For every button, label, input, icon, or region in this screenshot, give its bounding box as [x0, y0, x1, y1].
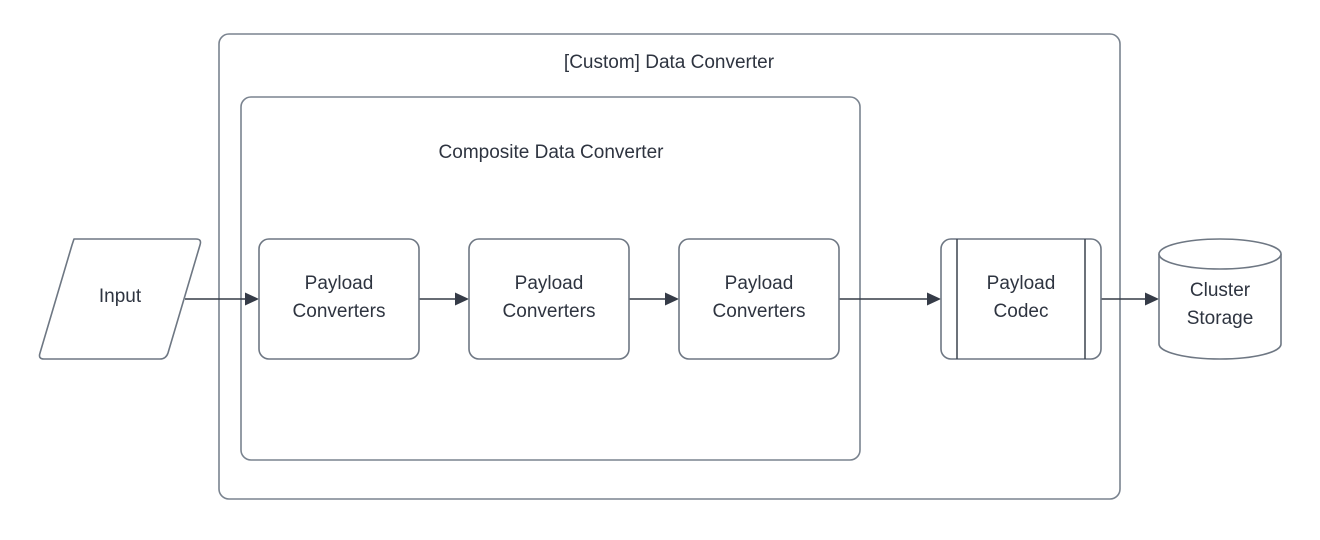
composite-data-converter-box[interactable]: [240, 96, 861, 461]
input-label: Input: [99, 286, 142, 307]
cluster-storage-label-line2: Storage: [1187, 308, 1254, 329]
payload-codec-label-line1: Payload: [987, 273, 1056, 294]
payload-converters-3-label-line2: Converters: [713, 301, 806, 322]
node-payload-codec[interactable]: Payload Codec: [940, 238, 1102, 360]
cluster-storage-top-ellipse: [1158, 238, 1282, 270]
arrow-head-icon: [245, 292, 259, 306]
cluster-storage-body[interactable]: [1158, 253, 1282, 360]
edge-payload-converters-2-to-3: [629, 292, 679, 306]
node-payload-converters-1[interactable]: Payload Converters: [258, 238, 420, 360]
node-cluster-storage[interactable]: Cluster Storage: [1158, 238, 1282, 360]
input-shape[interactable]: [38, 238, 202, 360]
payload-converters-3-shape[interactable]: [678, 238, 840, 360]
arrow-head-icon: [665, 292, 679, 306]
edge-payload-converters-3-to-codec: [839, 292, 941, 306]
arrow-head-icon: [927, 292, 941, 306]
payload-converters-2-label-line2: Converters: [503, 301, 596, 322]
edge-payload-converters-1-to-2: [419, 292, 469, 306]
payload-converters-2-shape[interactable]: [468, 238, 630, 360]
custom-data-converter-title: [Custom] Data Converter: [564, 52, 775, 73]
payload-converters-3-label-line1: Payload: [725, 273, 794, 294]
payload-converters-2-label-line1: Payload: [515, 273, 584, 294]
composite-data-converter-title: Composite Data Converter: [439, 142, 665, 163]
node-payload-converters-3[interactable]: Payload Converters: [678, 238, 840, 360]
payload-converters-1-label-line2: Converters: [293, 301, 386, 322]
cluster-storage-label-line1: Cluster: [1190, 280, 1251, 301]
arrow-head-icon: [455, 292, 469, 306]
payload-converters-1-label-line1: Payload: [305, 273, 374, 294]
node-payload-converters-2[interactable]: Payload Converters: [468, 238, 630, 360]
payload-codec-shape[interactable]: [940, 238, 1102, 360]
node-input[interactable]: Input: [38, 238, 202, 360]
payload-codec-label-line2: Codec: [994, 301, 1049, 322]
custom-data-converter-box[interactable]: [218, 33, 1121, 500]
container-composite-data-converter[interactable]: Composite Data Converter: [240, 96, 861, 461]
payload-converters-1-shape[interactable]: [258, 238, 420, 360]
edge-codec-to-cluster-storage: [1101, 292, 1159, 306]
container-custom-data-converter[interactable]: [Custom] Data Converter: [218, 33, 1121, 500]
edge-input-to-payload-converters-1: [185, 292, 259, 306]
arrow-head-icon: [1145, 292, 1159, 306]
